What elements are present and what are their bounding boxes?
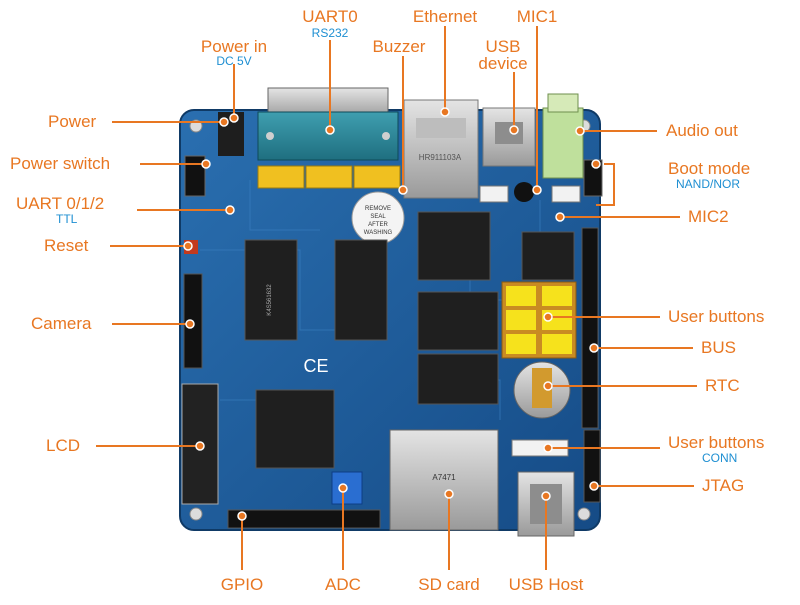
mic2-connector	[551, 185, 581, 203]
label-boot-mode: Boot mode	[668, 159, 751, 178]
label-sd-card: SD card	[418, 575, 480, 594]
leader-lines	[96, 26, 697, 570]
label-boot-mode-sub: NAND/NOR	[676, 177, 741, 191]
label-audio-out: Audio out	[666, 121, 738, 140]
mic1-connector	[479, 185, 509, 203]
buzzer: REMOVE SEAL AFTER WASHING	[351, 191, 405, 245]
ethernet-jack: HR911103A	[403, 99, 479, 199]
sd-card-label: A7471	[432, 473, 456, 482]
label-gpio: GPIO	[220, 575, 264, 594]
label-usb-host: USB Host	[508, 575, 584, 594]
buzzer-text-3: AFTER	[368, 222, 388, 228]
mic-element	[514, 182, 534, 202]
label-jtag: JTAG	[702, 476, 745, 495]
label-uart012: UART 0/1/2	[16, 194, 105, 213]
usb-device-port	[482, 107, 536, 167]
buzzer-text-2: SEAL	[370, 214, 386, 220]
ce-mark: CE	[303, 356, 328, 376]
label-adc: ADC	[325, 575, 361, 594]
label-power-switch: Power switch	[10, 154, 111, 173]
buzzer-text-4: WASHING	[364, 230, 393, 236]
ethernet-jack-label: HR911103A	[419, 153, 462, 162]
label-power-in-sub: DC 5V	[216, 54, 252, 68]
label-uart0-sub: RS232	[311, 26, 349, 40]
sd-card-slot: A7471	[389, 429, 499, 531]
label-mic2: MIC2	[688, 207, 729, 226]
label-reset: Reset	[44, 236, 89, 255]
label-power: Power	[48, 112, 97, 131]
label-usb-device-2: device	[478, 54, 528, 73]
sdram-chip-label: K4S561632	[267, 284, 273, 316]
label-rtc: RTC	[705, 376, 740, 395]
bus-header	[581, 227, 599, 429]
label-usb-device-1: USB	[485, 37, 521, 56]
audio-out-jack	[542, 93, 584, 179]
gpio-header	[227, 509, 381, 529]
uart0-connector	[257, 87, 399, 161]
label-user-buttons-conn: User buttons	[668, 433, 765, 452]
power-switch	[184, 155, 206, 197]
label-camera: Camera	[31, 314, 92, 333]
label-ethernet: Ethernet	[412, 7, 478, 26]
label-lcd: LCD	[46, 436, 81, 455]
user-buttons	[501, 281, 577, 359]
label-buzzer: Buzzer	[372, 37, 426, 56]
leader-dots	[183, 107, 601, 521]
uart-ttl-headers	[257, 165, 401, 189]
buzzer-text-1: REMOVE	[365, 206, 391, 212]
chips	[244, 211, 575, 469]
label-power-in: Power in	[200, 37, 268, 56]
label-bus: BUS	[701, 338, 736, 357]
label-uart0: UART0	[302, 7, 358, 26]
boot-mode-switch	[583, 159, 603, 197]
label-user-buttons: User buttons	[668, 307, 765, 326]
rtc-battery	[513, 361, 571, 419]
label-user-buttons-conn-sub: CONN	[702, 451, 738, 465]
label-uart012-sub: TTL	[56, 212, 78, 226]
label-mic1: MIC1	[516, 7, 558, 26]
jtag-header	[583, 429, 601, 503]
